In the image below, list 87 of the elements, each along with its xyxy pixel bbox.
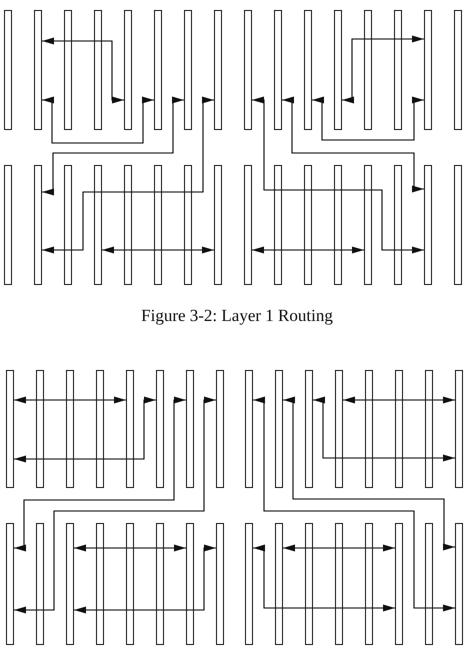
vertical-bar [4,165,12,285]
vertical-bar [245,370,253,488]
vertical-bar [335,523,343,645]
routing-arrow [312,96,424,141]
vertical-bar [154,165,162,285]
vertical-bar [6,370,14,488]
vertical-bar [154,10,162,130]
vertical-bar [66,523,74,645]
vertical-bar [394,10,402,130]
vertical-bar [275,523,283,645]
vertical-bar [124,10,132,130]
vertical-bar [94,165,102,285]
vertical-bar [424,165,432,285]
vertical-bar [425,523,433,645]
vertical-bar [454,165,462,285]
routing-arrow [313,396,455,462]
vertical-bar [334,165,342,285]
routing-arrow [14,396,156,462]
vertical-bar [424,10,432,130]
vertical-bar [304,10,312,130]
vertical-bar [36,523,44,645]
routing-arrow [42,38,124,104]
routing-arrow [342,36,424,104]
routing-arrow [253,396,455,612]
vertical-bar [275,370,283,488]
routing-arrow [283,544,395,552]
vertical-bar [245,523,253,645]
vertical-bar [216,523,224,645]
routing-arrow [253,544,395,612]
vertical-bar [244,10,252,130]
vertical-bar [335,370,343,488]
vertical-bar [394,165,402,285]
vertical-bar [305,523,313,645]
vertical-bar [36,370,44,488]
routing-arrow [42,96,184,196]
vertical-bar [6,523,14,645]
vertical-bar [274,165,282,285]
routing-arrow [252,246,364,254]
vertical-bar [4,10,12,130]
vertical-bar [64,165,72,285]
vertical-bar [365,370,373,488]
routing-arrow [282,96,424,192]
vertical-bar [34,165,42,285]
vertical-bar [96,523,104,645]
vertical-bar [305,370,313,488]
vertical-bar [96,370,104,488]
routing-arrow [14,396,126,404]
vertical-bar [126,370,134,488]
vertical-bar [395,523,403,645]
vertical-bar [364,10,372,130]
vertical-bar [274,10,282,130]
figure-caption: Figure 3-2: Layer 1 Routing [140,306,334,326]
routing-arrow [14,396,216,614]
vertical-bar [156,523,164,645]
routing-arrow [42,96,214,254]
routing-arrow [14,396,186,552]
vertical-bar [186,370,194,488]
vertical-bar [334,10,342,130]
vertical-bar [425,370,433,488]
vertical-bar [94,10,102,130]
vertical-bar [364,165,372,285]
vertical-bar [214,165,222,285]
vertical-bar [184,10,192,130]
vertical-bar [186,523,194,645]
vertical-bar [126,523,134,645]
vertical-bar [184,165,192,285]
routing-arrow [283,396,455,550]
vertical-bar [214,10,222,130]
routing-arrow [74,544,186,552]
routing-arrow [343,396,455,404]
vertical-bar [34,10,42,130]
routing-arrow [74,544,216,614]
vertical-bar [454,10,462,130]
vertical-bar [244,165,252,285]
vertical-bar [455,370,463,488]
vertical-bar [124,165,132,285]
routing-arrow [252,96,424,254]
vertical-bar [216,370,224,488]
routing-arrow [42,96,154,144]
vertical-bar [304,165,312,285]
routing-arrow [102,246,214,254]
vertical-bar [455,523,463,645]
vertical-bar [66,370,74,488]
vertical-bar [395,370,403,488]
vertical-bar [64,10,72,130]
vertical-bar [365,523,373,645]
vertical-bar [156,370,164,488]
